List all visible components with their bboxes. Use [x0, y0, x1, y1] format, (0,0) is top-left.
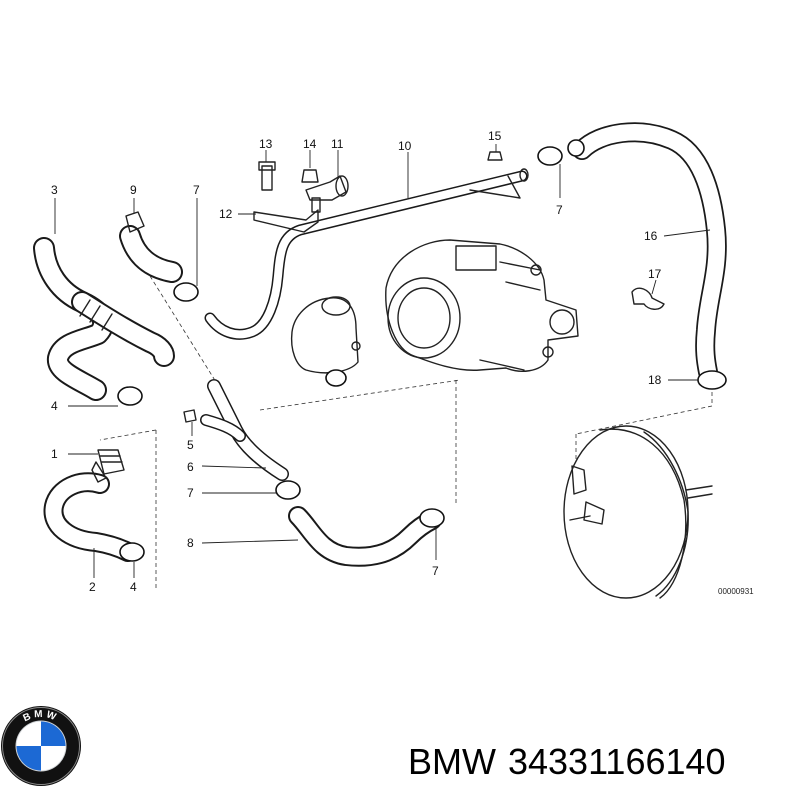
- callout-10: 10: [398, 139, 412, 153]
- callout-7a: 7: [193, 183, 200, 197]
- pipe-10: [204, 168, 529, 340]
- callout-13: 13: [259, 137, 273, 151]
- callout-4b: 4: [130, 580, 137, 594]
- hose-2: [43, 472, 138, 562]
- valve-body: [290, 296, 361, 387]
- logo-letters: BMW: [22, 709, 61, 724]
- bmw-logo: BMW: [1, 706, 81, 786]
- logo-quadrant-tl: [16, 721, 41, 746]
- callout-15: 15: [488, 129, 502, 143]
- brake-booster: [563, 425, 713, 599]
- assembly-lines: [99, 275, 713, 590]
- plug-5: [183, 409, 197, 423]
- callout-7c: 7: [187, 486, 194, 500]
- callout-1: 1: [51, 447, 58, 461]
- callout-9: 9: [130, 183, 137, 197]
- callout-labels: 1 2 3 4 4 5 6 7 7 7 7 7 8 9 10 11 12 13 …: [51, 129, 754, 596]
- hose-9: [119, 211, 183, 283]
- callout-2: 2: [89, 580, 96, 594]
- callout-11: 11: [331, 137, 344, 151]
- callout-14: 14: [303, 137, 317, 151]
- callout-18: 18: [648, 373, 662, 387]
- brand-name: BMW: [408, 741, 496, 782]
- nut-15: [487, 151, 503, 161]
- logo-quadrant-bl: [16, 746, 41, 771]
- hose-8: [288, 506, 442, 567]
- callout-6: 6: [187, 460, 194, 474]
- drawing-code: 00000931: [718, 587, 754, 596]
- logo-quadrant-tr: [41, 721, 66, 746]
- hose-16: [572, 122, 727, 382]
- connector-1: [91, 449, 125, 483]
- hose-3: [33, 237, 175, 401]
- callout-4a: 4: [51, 399, 58, 413]
- throttle-body: [385, 239, 579, 372]
- leader-lines: [54, 144, 711, 578]
- callout-12: 12: [219, 207, 233, 221]
- logo-silver-edge: [2, 707, 80, 785]
- callout-5: 5: [187, 438, 194, 452]
- callout-7d: 7: [432, 564, 439, 578]
- part-number: 34331166140: [507, 741, 726, 782]
- clip-17: [631, 287, 665, 310]
- y-pipe-6: [200, 379, 289, 481]
- callout-3: 3: [51, 183, 58, 197]
- callout-17: 17: [648, 267, 662, 281]
- callout-8: 8: [187, 536, 194, 550]
- callout-7b: 7: [556, 203, 563, 217]
- product-caption: BMW 34331166140: [408, 736, 726, 788]
- logo-quadrant-br: [41, 746, 66, 771]
- bracket-12: [253, 161, 349, 233]
- callout-16: 16: [644, 229, 658, 243]
